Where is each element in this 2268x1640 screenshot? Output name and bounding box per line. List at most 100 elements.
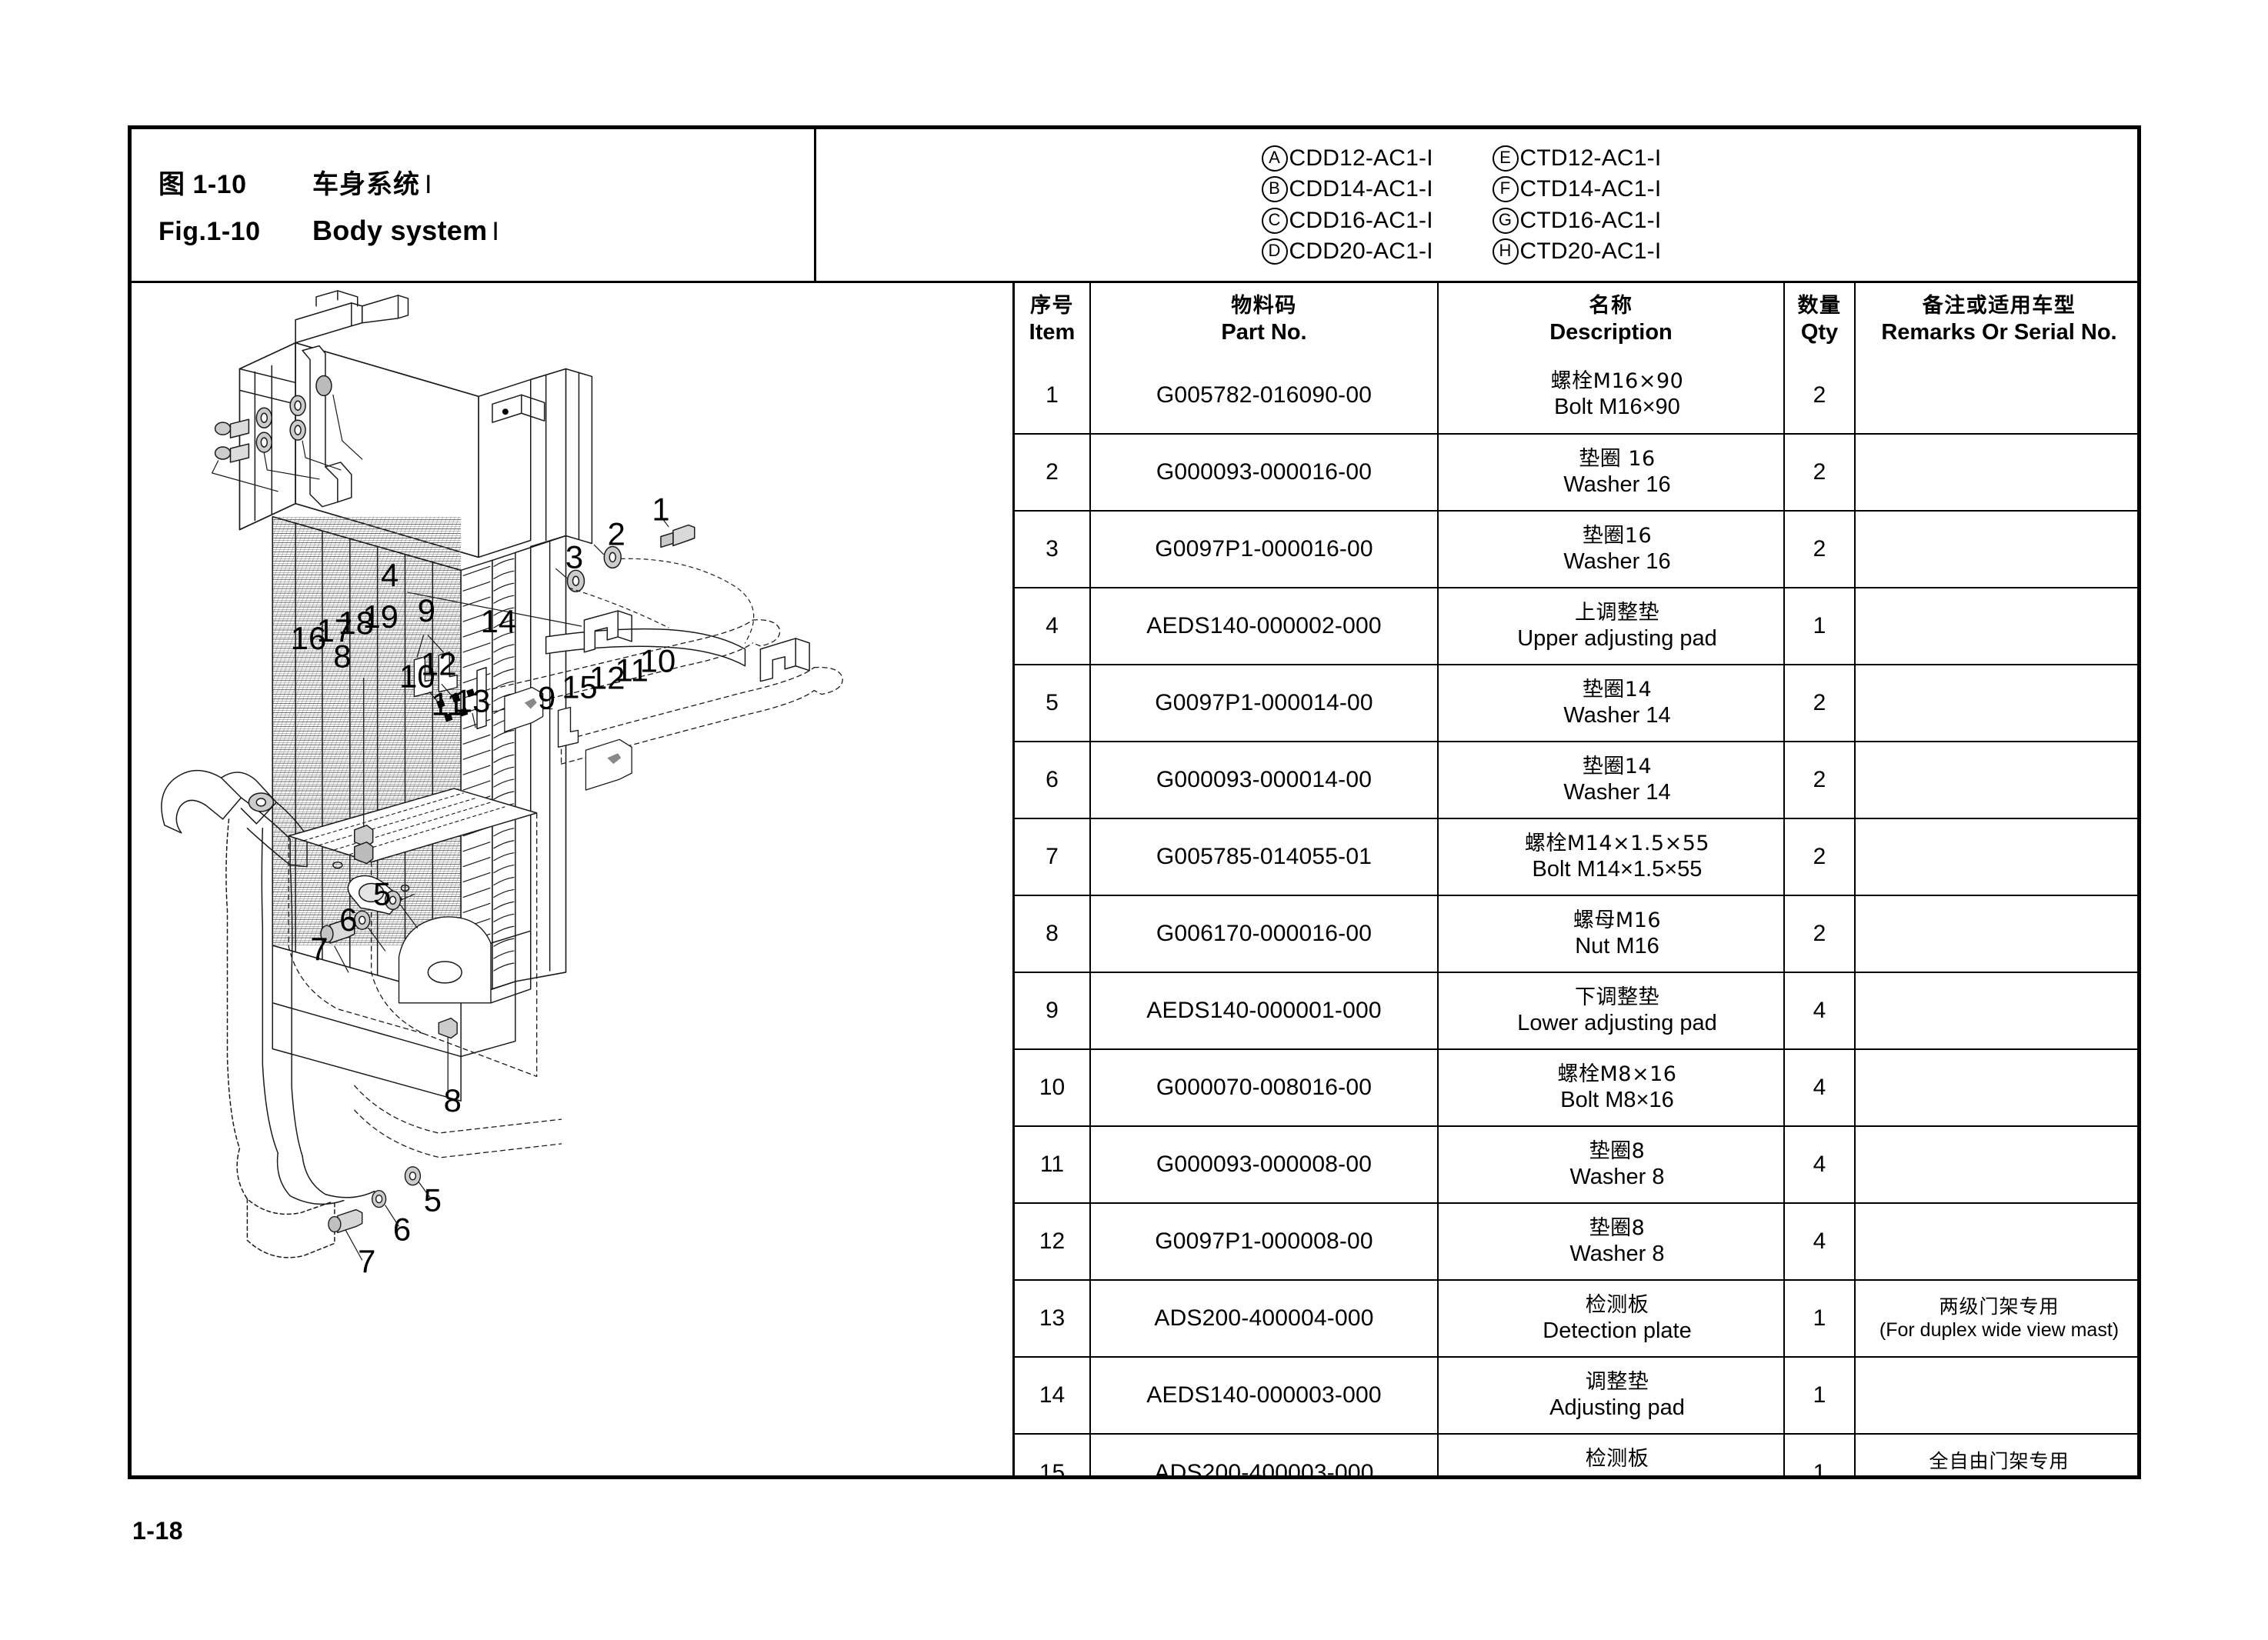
bottom-bolt-cluster (328, 1017, 458, 1261)
cell-part-no: G000093-000014-00 (1089, 741, 1439, 819)
bolt-cluster-upper-right (545, 516, 755, 667)
cell-item: 2 (1015, 433, 1091, 512)
column-header-description-en: Description (1549, 320, 1673, 345)
bolt-washer-cluster-lower (429, 666, 487, 730)
description-chinese: 检测板 (1585, 1447, 1649, 1472)
description-english: Detection plate (1451, 1472, 1783, 1475)
description-chinese: 垫圈16 (1582, 523, 1653, 548)
column-header-qty-en: Qty (1800, 320, 1839, 345)
description-chinese: 垫圈14 (1582, 677, 1653, 702)
cell-qty: 2 (1783, 818, 1856, 896)
callout-10-right: 10 (640, 643, 676, 679)
cell-item: 7 (1015, 818, 1091, 896)
cell-part-no: G006170-000016-00 (1089, 895, 1439, 973)
description-english: Upper adjusting pad (1517, 625, 1717, 651)
cell-item: 1 (1015, 357, 1091, 435)
description-chinese: 检测板 (1585, 1292, 1649, 1317)
cell-remarks (1854, 1048, 2137, 1127)
callout-13: 13 (455, 682, 491, 718)
remarks-english: (For duplex wide view mast) (1879, 1319, 2120, 1341)
column-header-part-no-cn: 物料码 (1231, 294, 1297, 318)
cell-qty: 2 (1783, 895, 1856, 973)
cell-item: 14 (1015, 1356, 1091, 1435)
cell-remarks: 全自由门架专用(For full-free wide view mast) (1854, 1433, 2137, 1476)
column-header-qty: 数量 Qty (1783, 283, 1856, 357)
model-mark-icon: H (1492, 238, 1519, 265)
description-english: Lower adjusting pad (1517, 1010, 1717, 1035)
description-chinese: 螺母M16 (1573, 908, 1662, 932)
figure-roman-numeral-english: Ⅰ (492, 218, 499, 245)
callout-16: 16 (291, 620, 327, 656)
remarks-english: (For full-free wide view mast) (1856, 1473, 2137, 1476)
model-code-right-text: CTD20-AC1-I (1519, 238, 1662, 264)
description-chinese: 垫圈8 (1589, 1215, 1646, 1240)
callout-19: 19 (362, 598, 399, 635)
remarks-chinese: 全自由门架专用 (1929, 1449, 2070, 1472)
model-code-right-text: CTD14-AC1-I (1519, 176, 1662, 202)
bolt-washer-cluster-bottom (320, 890, 419, 973)
callout-7-bottom: 7 (358, 1243, 375, 1279)
adjusting-pad-part (759, 638, 810, 682)
cell-part-no: ADS200-400004-000 (1089, 1279, 1439, 1358)
cell-item: 15 (1015, 1433, 1091, 1475)
description-chinese: 垫圈14 (1582, 754, 1653, 778)
model-code-left-text: CDD16-AC1-I (1289, 207, 1433, 233)
column-header-item: 序号 Item (1015, 283, 1091, 357)
table-header-row: 序号 Item 物料码 Part No. 名称 Description 数量 (1015, 283, 2137, 357)
cell-remarks (1854, 510, 2137, 588)
callout-12-right: 12 (589, 660, 625, 696)
column-header-part-no-en: Part No. (1221, 320, 1307, 345)
callout-2: 2 (608, 515, 625, 552)
description-english: Adjusting pad (1549, 1395, 1685, 1420)
cell-item: 13 (1015, 1279, 1091, 1358)
cell-part-no: AEDS140-000001-000 (1089, 972, 1439, 1050)
column-header-remarks: 备注或适用车型 Remarks Or Serial No. (1854, 283, 2137, 357)
callout-3: 3 (565, 538, 583, 575)
cell-qty: 2 (1783, 357, 1856, 435)
column-header-remarks-cn: 备注或适用车型 (1922, 294, 2076, 318)
figure-roman-numeral-chinese: Ⅰ (425, 171, 432, 198)
cell-qty: 2 (1783, 433, 1856, 512)
tiller-handle-assembly (161, 769, 375, 1258)
cell-qty: 4 (1783, 1048, 1856, 1127)
column-header-item-cn: 序号 (1030, 294, 1074, 318)
cell-qty: 4 (1783, 1202, 1856, 1281)
description-english: Nut M16 (1575, 933, 1659, 958)
model-mark-icon: C (1261, 207, 1288, 234)
cell-qty: 1 (1783, 1433, 1856, 1475)
lower-adjusting-pad-parts (413, 635, 579, 748)
cell-part-no: G005782-016090-00 (1089, 357, 1439, 435)
cell-item: 11 (1015, 1125, 1091, 1204)
cell-remarks (1854, 1125, 2137, 1204)
figure-label-english: Fig.1-10 (158, 217, 261, 246)
diagram-geometry (161, 290, 843, 1258)
cell-part-no: G000093-000016-00 (1089, 433, 1439, 512)
cell-item: 12 (1015, 1202, 1091, 1281)
page-number: 1-18 (132, 1517, 184, 1545)
description-english: Bolt M14×1.5×55 (1532, 856, 1703, 882)
cell-qty: 4 (1783, 1125, 1856, 1204)
callout-number-labels: 1 2 3 4 9 9 14 8 10 12 11 13 10 11 12 15 (291, 492, 675, 1280)
callout-18: 18 (339, 605, 374, 641)
stacker-truck-exploded-diagram: 1 2 3 4 9 9 14 8 10 12 11 13 10 11 12 15 (161, 290, 843, 1280)
column-header-description: 名称 Description (1437, 283, 1785, 357)
